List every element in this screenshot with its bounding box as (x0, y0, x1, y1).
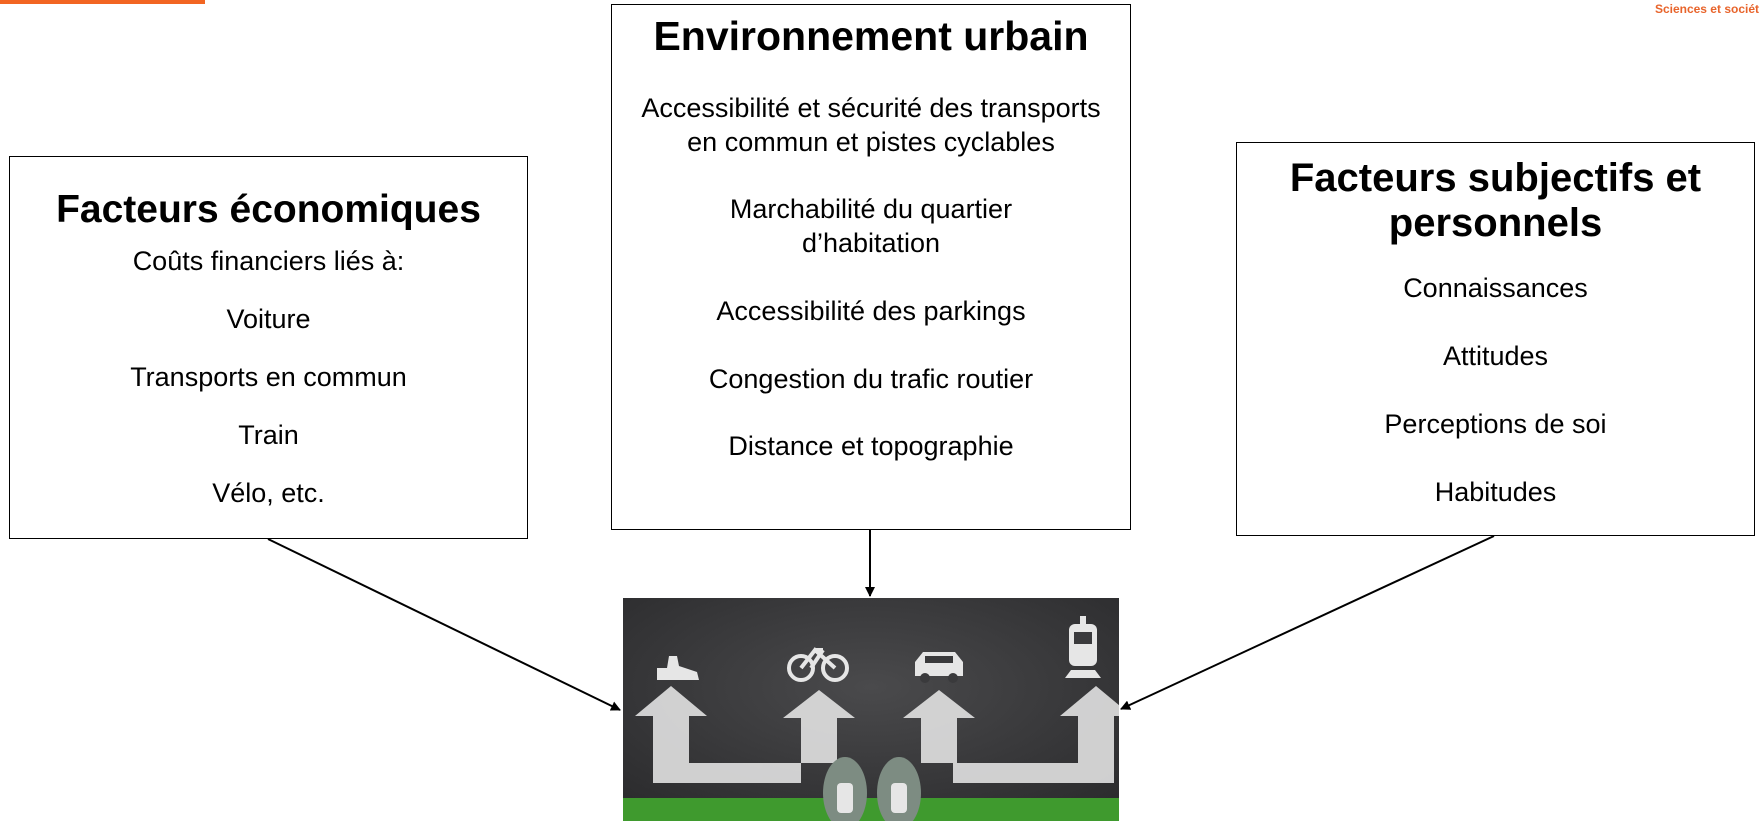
economic-item: Transports en commun (130, 361, 407, 392)
subjective-item: Perceptions de soi (1384, 408, 1607, 439)
accent-bar (0, 0, 205, 4)
subjective-item: Habitudes (1434, 476, 1557, 507)
sneakers (823, 757, 921, 821)
train-icon (1065, 616, 1101, 678)
economic-item: Coûts financiers liés à: (132, 245, 405, 276)
grass-strip (623, 798, 1119, 821)
subjective-item: Connaissances (1403, 272, 1588, 303)
arrow-bike (783, 690, 855, 763)
urban-item: Accessibilité et sécurité des transports… (641, 92, 1101, 157)
asphalt-ground (623, 598, 1119, 821)
economic-factors-box: Facteurs économiques Coûts financiers li… (9, 156, 528, 539)
arrow-economic-to-photo (267, 538, 621, 711)
economic-factors-list: Coûts financiers liés à: Voiture Transpo… (10, 244, 527, 511)
brand-label: Sciences et sociét (1654, 2, 1759, 16)
urban-environment-box: Environnement urbain Accessibilité et sé… (611, 4, 1131, 530)
mobility-choice-photo (623, 598, 1119, 821)
subjective-factors-list: Connaissances Attitudes Perceptions de s… (1237, 271, 1754, 510)
economic-item: Voiture (226, 303, 311, 334)
arrow-subjective-to-photo (1120, 535, 1495, 710)
urban-item: Congestion du trafic routier (708, 363, 1034, 394)
arrow-walk (635, 686, 801, 783)
arrow-train (953, 686, 1119, 783)
walking-shoe-icon (657, 656, 699, 680)
urban-item: Marchabilité du quartier d’habitation (729, 194, 1013, 259)
urban-environment-list: Accessibilité et sécurité des transports… (612, 92, 1130, 464)
subjective-item: Attitudes (1442, 340, 1549, 371)
urban-item: Distance et topographie (728, 431, 1014, 462)
economic-item: Vélo, etc. (212, 478, 325, 509)
economic-factors-title: Facteurs économiques (56, 188, 481, 231)
subjective-factors-title: Facteurs subjectifs et personnels (1289, 156, 1702, 245)
urban-environment-title: Environnement urbain (653, 13, 1089, 59)
economic-item: Train (238, 419, 299, 450)
car-icon (915, 652, 963, 683)
bicycle-icon (787, 647, 849, 682)
subjective-factors-box: Facteurs subjectifs et personnels Connai… (1236, 142, 1755, 536)
arrow-car (903, 690, 975, 763)
urban-item: Accessibilité des parkings (716, 295, 1026, 326)
